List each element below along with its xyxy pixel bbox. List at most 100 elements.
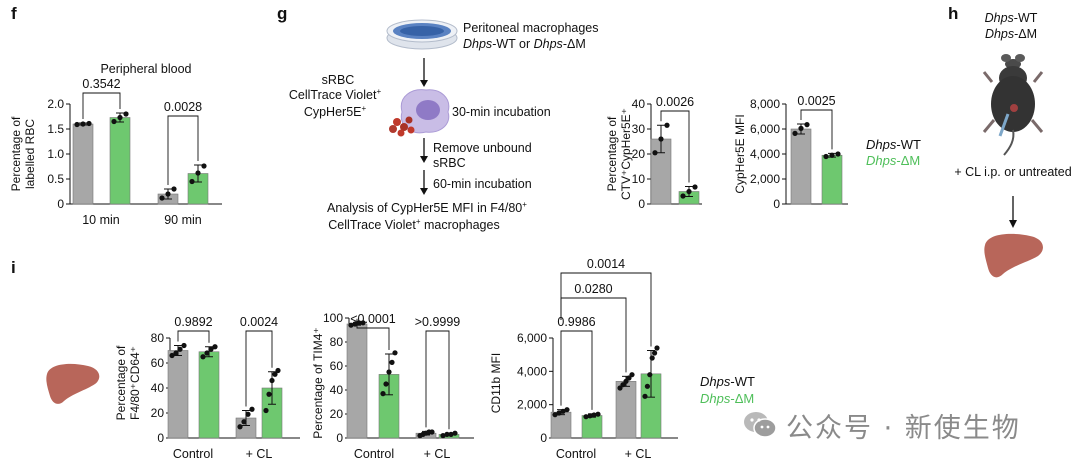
data-point <box>275 367 281 374</box>
p-value-label: 0.0025 <box>797 94 835 108</box>
data-point <box>169 352 175 359</box>
data-point <box>117 114 123 121</box>
data-point <box>626 375 632 381</box>
y-tick-label: 8,000 <box>750 97 780 111</box>
p-value-bracket <box>560 330 593 410</box>
p-value-bracket <box>82 92 121 119</box>
p-value-label: 0.0014 <box>587 257 625 271</box>
data-point <box>649 355 655 361</box>
p-value-label: 0.0026 <box>656 95 694 109</box>
red-blood-cells-icon <box>389 116 415 137</box>
y-axis-label: Percentage of TIM4⁺ <box>311 327 325 439</box>
data-point <box>583 414 589 420</box>
p-value-bracket <box>560 272 652 347</box>
y-tick-label: 2,000 <box>517 398 547 412</box>
data-point <box>444 431 450 437</box>
data-point <box>792 130 798 136</box>
x-category-label: + CL <box>424 447 451 461</box>
result-line1: Analysis of CypHer5E MFI in F4/80+ <box>327 200 527 215</box>
wechat-logo-icon <box>742 410 778 440</box>
data-point <box>680 193 686 199</box>
p-value-label: 0.0280 <box>574 282 612 296</box>
data-point <box>348 322 354 328</box>
x-category-label: Control <box>556 447 596 461</box>
x-category-label: Control <box>354 447 394 461</box>
y-tick-label: 40 <box>632 97 646 111</box>
x-category-label: 10 min <box>82 213 120 227</box>
data-point <box>356 320 362 326</box>
macrophage-icon <box>400 89 450 134</box>
y-tick-label: 100 <box>323 311 343 325</box>
data-point <box>654 345 660 351</box>
data-point <box>74 121 80 128</box>
legend-dm-label: Dhps-ΔM <box>866 153 920 168</box>
data-point <box>360 320 366 326</box>
mouse-icon <box>982 54 1044 156</box>
bar-wt <box>790 128 812 205</box>
bar-wt <box>167 350 189 439</box>
srbc-label-line1: sRBC <box>322 73 355 87</box>
y-tick-label: 0.5 <box>47 172 64 186</box>
p-value-label: 0.9892 <box>174 315 212 329</box>
y-tick-label: 1.0 <box>47 147 64 161</box>
data-point <box>80 121 86 127</box>
data-point <box>552 412 558 418</box>
data-point <box>620 382 626 388</box>
data-point <box>798 125 804 131</box>
data-point <box>173 350 179 356</box>
mouse-label-wt: Dhps-WT <box>985 11 1038 25</box>
y-axis-label: Percentage ofCTV⁺CypHer5E⁺ <box>605 108 633 200</box>
liver-icon-i <box>46 363 100 404</box>
data-point <box>823 153 829 160</box>
step-60min: 60-min incubation <box>433 177 532 191</box>
y-tick-label: 4,000 <box>517 364 547 378</box>
data-point <box>448 431 454 437</box>
x-category-label: + CL <box>625 447 652 461</box>
data-point <box>629 372 635 378</box>
data-point <box>266 391 272 397</box>
data-point <box>591 412 597 418</box>
y-tick-label: 60 <box>151 356 165 370</box>
p-value-label: 0.3542 <box>82 77 120 91</box>
y-tick-label: 20 <box>330 407 344 421</box>
liver-icon-h <box>984 233 1043 278</box>
data-point <box>204 350 210 356</box>
data-point <box>389 359 395 365</box>
bar-dm <box>198 351 220 439</box>
y-axis-label: Percentage ofF4/80⁺CD64⁺ <box>114 345 142 420</box>
p-value-bracket <box>660 110 690 183</box>
data-point <box>664 122 670 128</box>
p-value-bracket <box>177 330 210 343</box>
data-point <box>658 136 664 142</box>
p-value-bracket <box>167 115 199 185</box>
treatment-arrowhead <box>1009 220 1017 228</box>
panel-label-i: i <box>11 258 16 277</box>
p-value-label: >0.9999 <box>415 315 461 329</box>
data-point <box>429 429 435 435</box>
y-tick-label: 10 <box>632 172 646 186</box>
data-point <box>564 407 570 413</box>
p-value-label: 0.0028 <box>164 100 202 114</box>
data-point <box>652 350 658 356</box>
data-point <box>123 111 129 117</box>
data-point <box>647 372 653 378</box>
srbc-label-line2: CellTrace Violet+ <box>289 87 382 102</box>
legend-wt-label: Dhps-WT <box>866 137 921 152</box>
y-axis-label: Percentage oflabelled RBC <box>9 116 37 191</box>
y-tick-label: 40 <box>330 383 344 397</box>
data-point <box>829 152 835 158</box>
y-tick-label: 20 <box>632 147 646 161</box>
chart-title: Peripheral blood <box>100 62 191 76</box>
data-point <box>623 378 629 384</box>
y-tick-label: 1.5 <box>47 122 64 136</box>
p-value-bracket <box>356 318 390 350</box>
y-tick-label: 80 <box>151 331 165 345</box>
y-tick-label: 6,000 <box>750 122 780 136</box>
y-tick-label: 40 <box>151 381 165 395</box>
bar-dm <box>821 154 843 205</box>
